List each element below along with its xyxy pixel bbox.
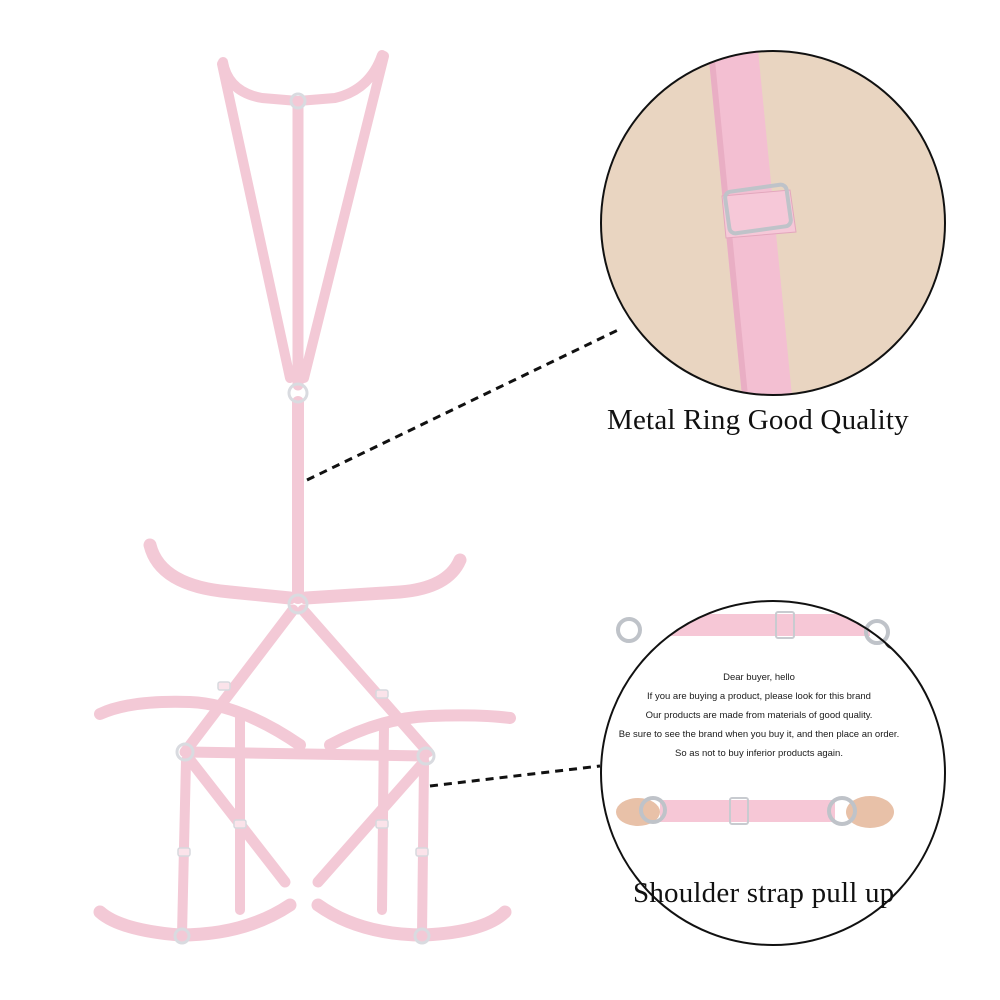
detail-circle-shoulder-strap bbox=[600, 600, 946, 946]
right-upper-diag bbox=[297, 604, 434, 758]
callout-line-top bbox=[306, 328, 619, 482]
notice-line-2: If you are buying a product, please look… bbox=[647, 691, 871, 702]
right-inner-leg-strap bbox=[377, 720, 389, 915]
adjuster-buckle-icon bbox=[723, 182, 793, 236]
right-hip-ring-icon bbox=[416, 746, 436, 766]
harness-rings bbox=[173, 92, 436, 945]
slider-left-upper-icon bbox=[217, 681, 231, 691]
notice-line-5: So as not to buy inferior products again… bbox=[675, 748, 843, 759]
right-ankle-ring-icon bbox=[413, 927, 431, 945]
waist-ring-icon bbox=[287, 593, 309, 615]
o-ring-icon bbox=[864, 619, 890, 645]
harness-body bbox=[93, 50, 516, 942]
right-lower-diag bbox=[312, 756, 430, 888]
o-ring-icon bbox=[639, 796, 667, 824]
chest-ring-icon bbox=[287, 382, 309, 404]
left-thigh-bottom-band bbox=[93, 898, 297, 942]
slider-right-leg-icon bbox=[415, 847, 429, 857]
left-v-strap bbox=[217, 59, 295, 383]
callout-line-bottom bbox=[429, 764, 601, 788]
caption-shoulder-strap: Shoulder strap pull up bbox=[633, 877, 895, 909]
buyer-notice: Dear buyer, hello If you are buying a pr… bbox=[603, 668, 915, 763]
detail-circle-metal-ring bbox=[600, 50, 946, 396]
left-hip-ring-icon bbox=[175, 742, 195, 762]
collar-ring-icon bbox=[289, 92, 307, 110]
o-ring-icon bbox=[616, 617, 642, 643]
right-thigh-bottom-band bbox=[311, 898, 512, 942]
notice-line-4: Be sure to see the brand when you buy it… bbox=[618, 729, 900, 740]
o-ring-icon bbox=[827, 796, 857, 826]
right-thigh-top-band bbox=[324, 709, 516, 751]
slider-left-leg-icon bbox=[177, 847, 191, 857]
caption-metal-ring: Metal Ring Good Quality bbox=[607, 404, 909, 436]
waist-belt-right bbox=[299, 553, 467, 605]
slider-right-upper-icon bbox=[375, 689, 389, 699]
slider-left-inner-icon bbox=[233, 819, 247, 829]
left-upper-diag bbox=[179, 604, 299, 758]
notice-line-3: Our products are made from materials of … bbox=[645, 710, 873, 721]
slider-right-inner-icon bbox=[375, 819, 389, 829]
left-ankle-ring-icon bbox=[173, 927, 191, 945]
notice-line-1: Dear buyer, hello bbox=[723, 672, 795, 683]
waist-belt-left bbox=[143, 538, 297, 605]
harness-sliders bbox=[177, 681, 429, 857]
left-thigh-top-band bbox=[94, 695, 306, 751]
right-v-strap bbox=[299, 51, 389, 383]
